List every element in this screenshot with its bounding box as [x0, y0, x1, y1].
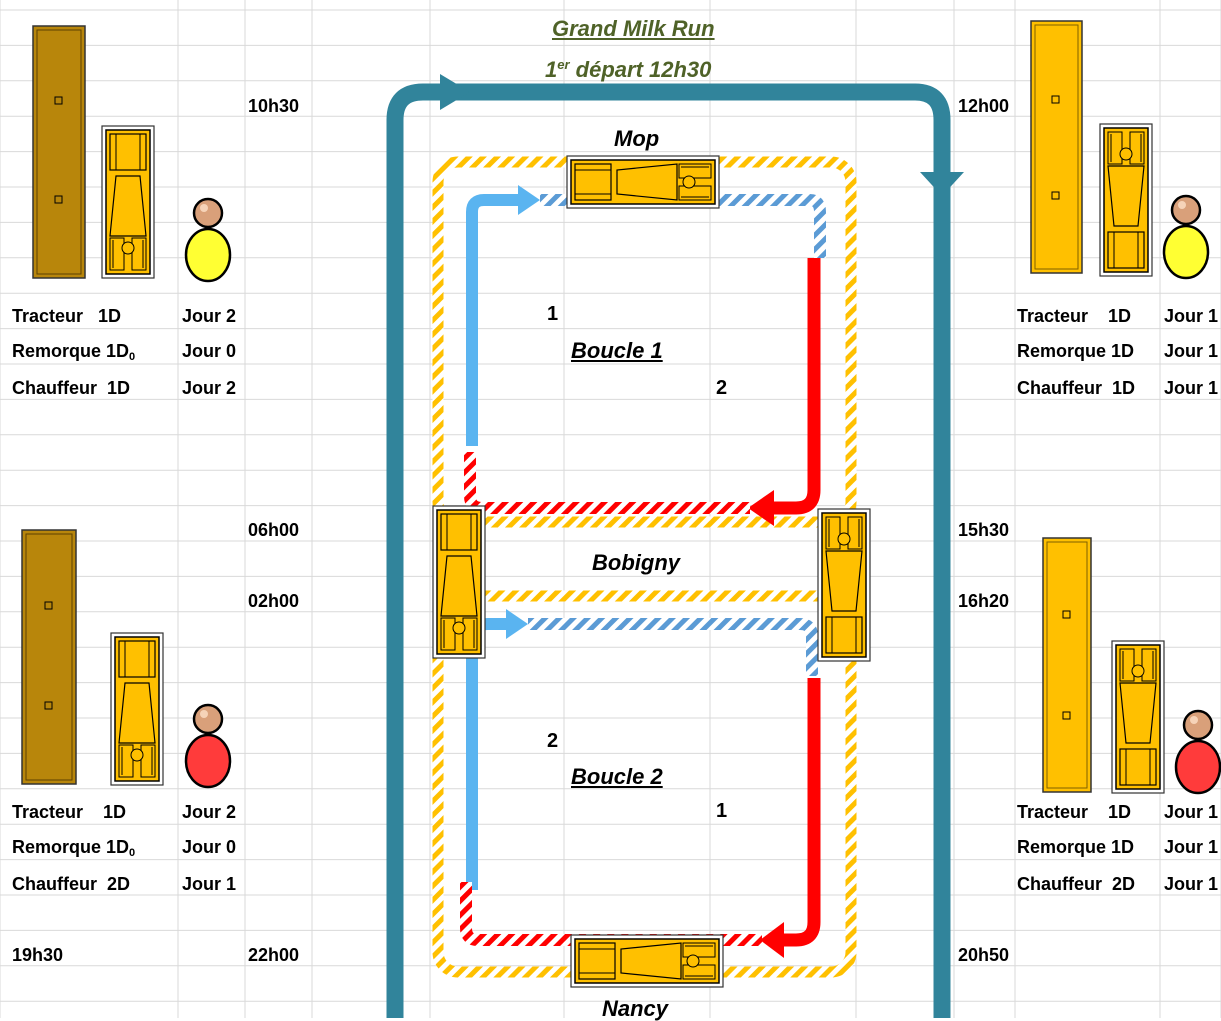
- tractor-icon: [571, 935, 723, 987]
- chauffeur-label: Chauffeur 1D: [1017, 379, 1135, 397]
- remorque-label: Remorque 1D0: [12, 342, 135, 363]
- loop-2-return-arrow: [466, 678, 814, 958]
- trailer-icon: [1043, 538, 1091, 792]
- remorque-label: Remorque 1D: [1017, 342, 1134, 360]
- tracteur-day: Jour 1: [1164, 803, 1218, 821]
- driver-icon: [186, 705, 230, 787]
- remorque-label-text: Remorque 1D: [12, 837, 129, 857]
- tractor-icon: [111, 633, 163, 785]
- loop-1-step-left: 1: [547, 304, 558, 324]
- remorque-label-subscript: 0: [129, 351, 135, 363]
- tracteur-day: Jour 1: [1164, 307, 1218, 325]
- time-label: 19h30: [12, 946, 63, 964]
- loop-2-outbound-arrow: [472, 609, 812, 890]
- remorque-label-text: Remorque 1D: [12, 341, 129, 361]
- trailer-icon: [1031, 21, 1082, 273]
- remorque-day: Jour 1: [1164, 342, 1218, 360]
- tractor-icon: [818, 509, 870, 661]
- remorque-day: Jour 0: [182, 342, 236, 360]
- time-label: 20h50: [958, 946, 1009, 964]
- tractor-icon: [567, 156, 719, 208]
- tracteur-label: Tracteur 1D: [1017, 307, 1131, 325]
- subtitle-departure: départ 12h30: [570, 57, 712, 82]
- tracteur-label: Tracteur 1D: [12, 803, 126, 821]
- remorque-day: Jour 0: [182, 838, 236, 856]
- chauffeur-label: Chauffeur 1D: [12, 379, 130, 397]
- trailer-icon: [22, 530, 76, 784]
- loop-1-outbound-arrow: [472, 185, 820, 446]
- remorque-label-subscript: 0: [129, 847, 135, 859]
- time-label: 10h30: [248, 97, 299, 115]
- diagram-subtitle: 1er départ 12h30: [545, 58, 711, 81]
- loop-1-return-arrow: [470, 258, 814, 526]
- tracteur-day: Jour 2: [182, 803, 236, 821]
- remorque-label: Remorque 1D0: [12, 838, 135, 859]
- chauffeur-label: Chauffeur 2D: [12, 875, 130, 893]
- tractor-icon: [102, 126, 154, 278]
- time-label: 02h00: [248, 592, 299, 610]
- city-bobigny: Bobigny: [592, 552, 680, 574]
- tractor-icon: [433, 506, 485, 658]
- tracteur-day: Jour 2: [182, 307, 236, 325]
- loop-2-step-right: 1: [716, 801, 727, 821]
- tractor-icon: [1112, 641, 1164, 793]
- subtitle-ordinal-suffix: er: [557, 57, 569, 72]
- chauffeur-day: Jour 1: [182, 875, 236, 893]
- city-mop: Mop: [614, 128, 659, 150]
- loop-2-step-left: 2: [547, 731, 558, 751]
- chauffeur-day: Jour 1: [1164, 379, 1218, 397]
- driver-icon: [186, 199, 230, 281]
- time-label: 12h00: [958, 97, 1009, 115]
- loop-2-label: Boucle 2: [571, 766, 663, 788]
- driver-icon: [1176, 711, 1220, 793]
- loop-1-step-right: 2: [716, 378, 727, 398]
- loop-1-label: Boucle 1: [571, 340, 663, 362]
- chauffeur-day: Jour 2: [182, 379, 236, 397]
- subtitle-ordinal: 1: [545, 57, 557, 82]
- remorque-label: Remorque 1D: [1017, 838, 1134, 856]
- trailer-icon: [33, 26, 85, 278]
- time-label: 22h00: [248, 946, 299, 964]
- diagram-title: Grand Milk Run: [552, 18, 715, 40]
- city-nancy: Nancy: [602, 998, 668, 1020]
- time-label: 16h20: [958, 592, 1009, 610]
- tracteur-label: Tracteur 1D: [12, 307, 121, 325]
- chauffeur-label: Chauffeur 2D: [1017, 875, 1135, 893]
- driver-icon: [1164, 196, 1208, 278]
- time-label: 15h30: [958, 521, 1009, 539]
- chauffeur-day: Jour 1: [1164, 875, 1218, 893]
- tracteur-label: Tracteur 1D: [1017, 803, 1131, 821]
- tractor-icon: [1100, 124, 1152, 276]
- remorque-day: Jour 1: [1164, 838, 1218, 856]
- time-label: 06h00: [248, 521, 299, 539]
